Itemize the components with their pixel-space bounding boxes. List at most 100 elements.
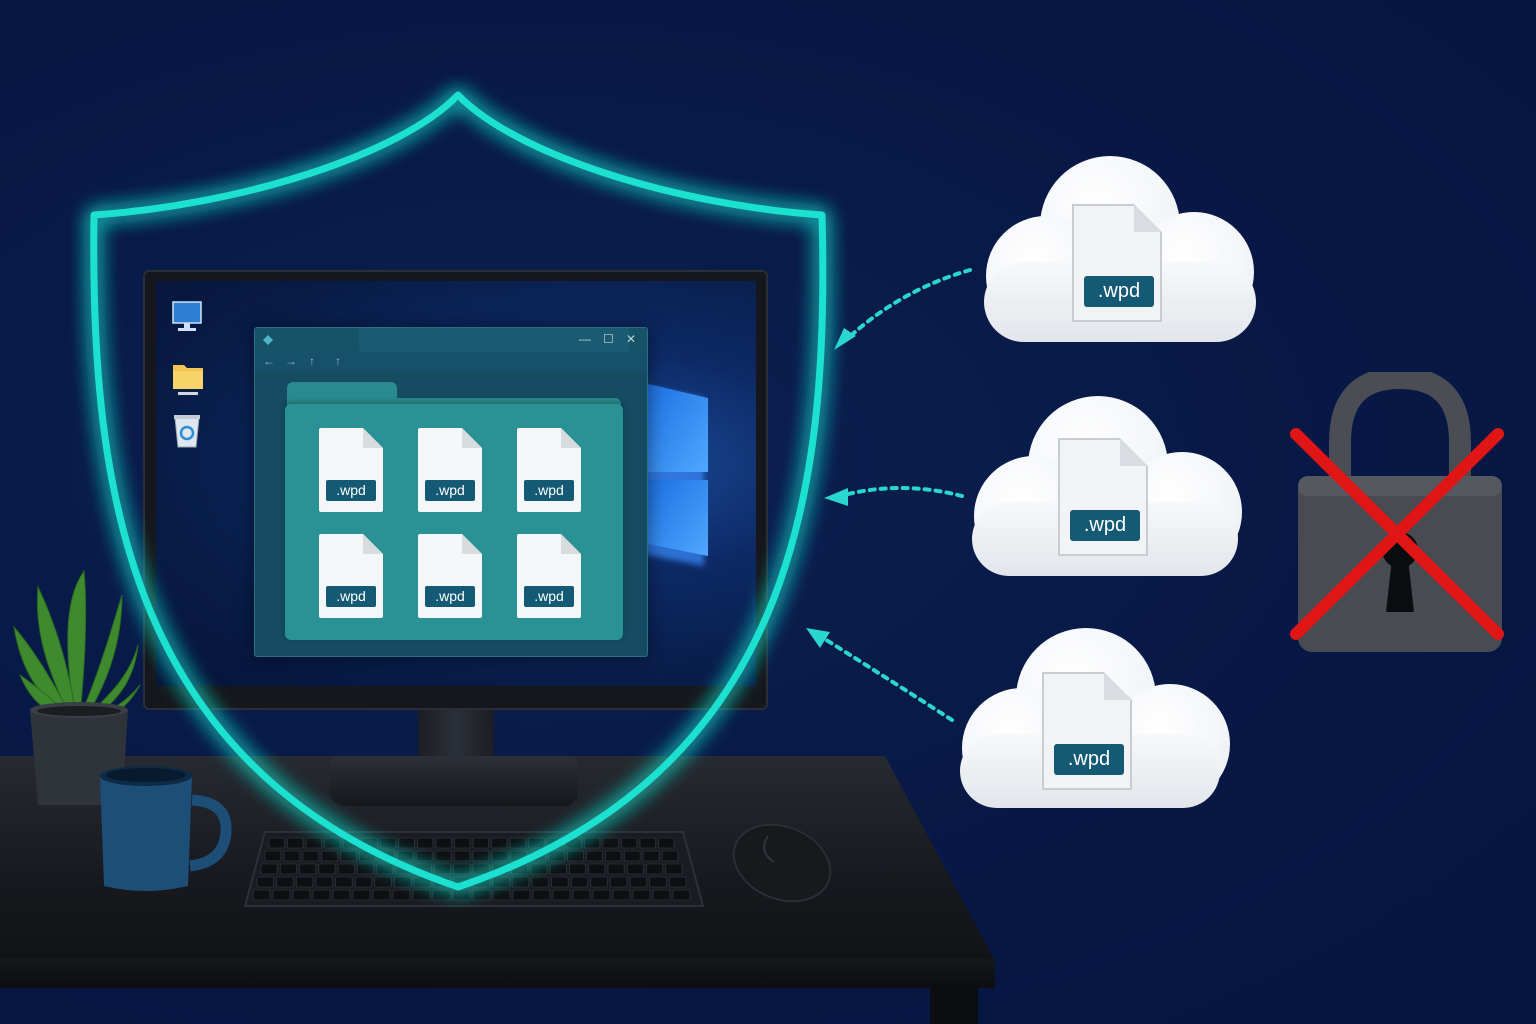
computer-mouse [732,823,832,903]
keyboard-key [321,850,339,862]
keyboard-key [332,889,351,901]
cloud-storage: .wpd [960,624,1240,824]
keyboard-key [552,889,571,901]
back-arrow-icon[interactable]: ← [263,354,275,368]
coffee-mug [100,766,232,891]
cloud-storage: .wpd [984,152,1264,352]
keyboard-key [340,850,357,862]
keyboard-key [548,850,565,862]
wpd-file-icon[interactable]: .wpd [517,534,581,618]
keyboard-key [434,863,452,875]
keyboard-key [412,889,431,901]
keyboard-key [602,837,619,849]
keyboard-key [586,850,603,862]
keyboard-key [472,863,490,875]
keyboard-key [672,889,691,901]
keyboard-key [551,876,569,888]
keyboard-key [396,850,414,862]
keyboard-key [398,837,415,849]
keyboard-key [491,837,508,849]
keyboard-key [268,837,285,849]
wpd-file-icon[interactable]: .wpd [418,534,482,618]
keyboard-key [415,850,433,862]
keyboard-key [354,876,373,888]
keyboard-key [453,850,471,862]
arrowhead-icon [806,628,830,648]
keyboard-key [512,889,531,901]
file-extension-label: .wpd [425,480,475,501]
keyboard-key [588,863,606,875]
keyboard-key [454,837,471,849]
wpd-file-icon: .wpd [1042,672,1132,790]
wpd-file-icon[interactable]: .wpd [517,428,581,512]
keyboard-key [511,876,530,888]
forward-arrow-icon[interactable]: → [285,354,297,368]
wpd-file-icon[interactable]: .wpd [319,534,383,618]
keyboard-key [279,863,297,875]
keyboard-key [572,889,591,901]
navigation-bar: ← → ↑ ↑ [255,352,647,372]
keyboard-key [629,876,648,888]
keyboard-key [509,837,527,849]
keyboard-key [324,837,341,849]
keyboard-key [639,837,656,849]
keyboard-key [649,876,667,888]
keyboard-key [352,889,371,901]
cloud-storage: .wpd [972,392,1252,592]
file-extension-label: .wpd [326,586,376,607]
keyboard-key [612,889,631,901]
title-bar-strip [359,328,629,352]
keyboard-key [528,837,545,849]
recycle-bin-icon[interactable] [172,413,202,448]
keyboard-key [256,876,275,888]
keyboard-key [432,889,451,901]
keyboard-key [492,876,510,888]
keyboard-key [379,837,397,849]
keyboard-key [583,837,601,849]
keyboard-key [632,889,651,901]
up-arrow-icon[interactable]: ↑ [309,354,315,368]
keyboard [243,831,705,907]
file-explorer-window[interactable]: — ☐ ✕ ← → ↑ ↑ .wpd .wpd .wpd [254,327,648,657]
keyboard-key [626,863,644,875]
arrowhead-icon [824,488,848,506]
maximize-button[interactable]: ☐ [603,332,614,346]
folder-icon[interactable] [172,359,203,395]
keyboard-key [335,876,353,888]
monitor-icon[interactable] [172,301,202,335]
file-extension-label: .wpd [425,586,475,607]
minimize-button[interactable]: — [579,332,591,346]
desktop-screen: — ☐ ✕ ← → ↑ ↑ .wpd .wpd .wpd [156,281,756,686]
keyboard-key [532,889,551,901]
keyboard-key [472,837,489,849]
keyboard-key [665,863,683,875]
keyboard-key [642,850,660,862]
keyboard-key [668,876,687,888]
keyboard-key [392,889,411,901]
keyboard-key [356,863,375,875]
close-button[interactable]: ✕ [626,332,637,346]
keyboard-key [260,863,278,875]
wpd-file-icon[interactable]: .wpd [319,428,383,512]
padlock-icon [1290,372,1504,652]
keyboard-key [652,889,671,901]
file-extension-label: .wpd [524,586,574,607]
keyboard-key [283,850,301,862]
keyboard-key [264,850,282,862]
keyboard-key [435,837,452,849]
file-extension-label: .wpd [1084,276,1154,307]
file-extension-label: .wpd [1070,510,1140,541]
title-bar[interactable]: — ☐ ✕ [255,328,647,352]
monitor-stand-base [330,756,578,806]
keyboard-key [590,876,608,888]
keyboard-key [292,889,311,901]
keyboard-key [570,876,589,888]
keyboard-key [276,876,294,888]
keyboard-key [305,837,323,849]
keyboard-key [607,863,625,875]
keyboard-key [592,889,611,901]
refresh-icon[interactable]: ↑ [335,354,341,368]
wpd-file-icon[interactable]: .wpd [418,428,482,512]
keyboard-key [610,876,628,888]
keyboard-key [452,889,471,901]
